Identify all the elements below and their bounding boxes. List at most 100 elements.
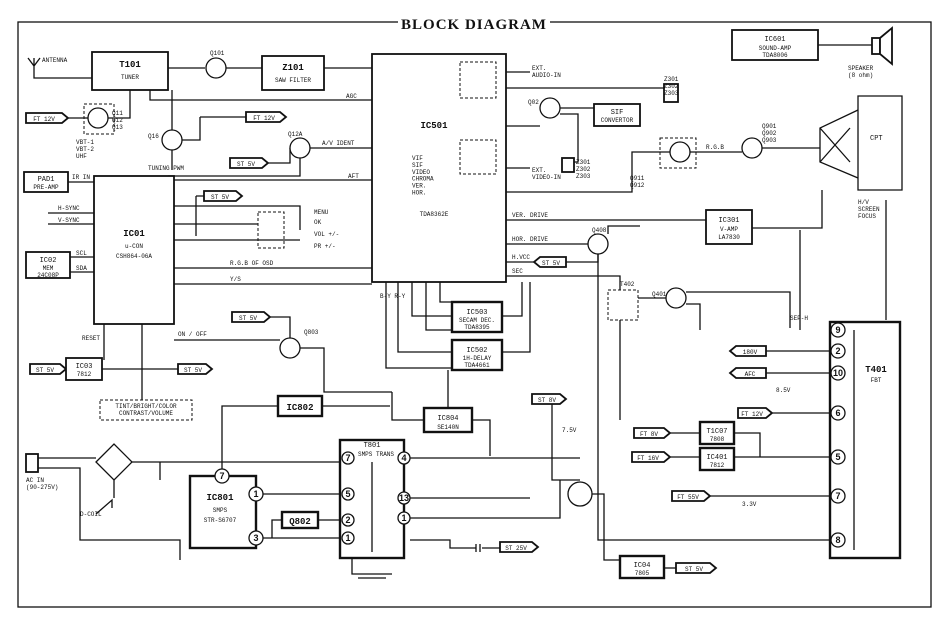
svg-text:ST 5V: ST 5V [239, 315, 257, 322]
ic401-regulator-block[interactable]: IC401 7812 [698, 446, 736, 472]
svg-text:1: 1 [345, 533, 350, 543]
svg-text:IC802: IC802 [286, 403, 313, 413]
ic601-sound-amp-block[interactable]: IC601 SOUND-AMP TDA8006 [731, 29, 819, 61]
ic801-pin-3: 3 [248, 530, 264, 546]
q02-transistor-icon [539, 97, 561, 119]
ic503-secam-block[interactable]: IC503 SECAM DEC. TDA8395 [450, 300, 504, 334]
svg-text:ST 5V: ST 5V [237, 161, 255, 168]
svg-text:IC02: IC02 [40, 257, 57, 265]
svg-text:1: 1 [253, 489, 258, 499]
ft12v-c-rail-tag: FT 12V [737, 407, 774, 419]
sif-converter-block[interactable]: SIF CONVERTOR [593, 103, 641, 127]
svg-text:6: 6 [835, 408, 840, 418]
t402-icon [607, 289, 639, 321]
svg-text:IC03: IC03 [76, 363, 93, 371]
svg-text:1H-DELAY: 1H-DELAY [463, 355, 492, 362]
ic04-regulator-block[interactable]: IC04 7805 [618, 554, 666, 580]
ic801-smps-block[interactable]: IC801 SMPS STR-S6707 [188, 474, 258, 550]
v-sync-label: V-SYNC [58, 217, 80, 224]
ic804-block[interactable]: IC804 SE140N [422, 406, 474, 434]
agc-label: AGC [346, 93, 357, 100]
svg-text:SMPS TRANS: SMPS TRANS [358, 451, 394, 458]
svg-text:SMPS: SMPS [213, 507, 228, 514]
svg-text:Q802: Q802 [289, 517, 311, 527]
svg-text:OK: OK [314, 219, 322, 226]
ft16v-rail-tag: FT 16V [631, 451, 672, 463]
ic01-microcontroller-block[interactable]: IC01 u-CON CSH864-06A [93, 175, 175, 325]
by-ry-label: B-Y R-Y [380, 293, 406, 300]
svg-text:13: 13 [399, 493, 409, 503]
svg-text:PAD1: PAD1 [38, 176, 55, 184]
svg-text:1: 1 [401, 513, 406, 523]
st5v-g-rail-tag: ST 5V [675, 562, 718, 574]
svg-text:SOUND-AMP: SOUND-AMP [759, 45, 792, 52]
t101-tuner-block[interactable]: T101 TUNER [91, 51, 169, 91]
svg-text:5: 5 [345, 489, 350, 499]
svg-text:ST 5V: ST 5V [184, 367, 202, 374]
key-switch-icon [257, 211, 285, 249]
q401-label: Q401 [652, 291, 667, 298]
svg-text:PR +/-: PR +/- [314, 243, 336, 250]
t401-pin-9: 9 [830, 322, 846, 338]
t101-sub: TUNER [121, 74, 139, 81]
ft55v-rail-tag: FT 55V [671, 490, 712, 502]
svg-text:7808: 7808 [710, 436, 725, 443]
reset-label: RESET [82, 335, 100, 342]
svg-text:SE140N: SE140N [437, 424, 459, 431]
q12a-transistor-icon [289, 137, 311, 159]
svg-text:FT 12V: FT 12V [33, 116, 55, 123]
ac-plug-icon [25, 453, 39, 473]
on-off-label: ON / OFF [178, 331, 207, 338]
q802-block[interactable]: Q802 [280, 510, 320, 530]
ic02-memory-block[interactable]: IC02 MEM 24C08P [25, 251, 71, 279]
svg-text:IC301: IC301 [718, 217, 739, 225]
t401-fbt-block[interactable]: T401 FBT [828, 320, 902, 560]
ac-in-label: AC IN(90-275V) [26, 477, 58, 491]
ver-drive-label: VER. DRIVE [512, 212, 548, 219]
hvcc-label: H.VCC [512, 254, 530, 261]
svg-text:7805: 7805 [635, 570, 650, 577]
svg-text:T1C07: T1C07 [706, 428, 727, 436]
z101-saw-filter-block[interactable]: Z101 SAW FILTER [261, 55, 325, 91]
svg-text:TDA8006: TDA8006 [762, 52, 788, 59]
svg-text:T401: T401 [865, 365, 887, 375]
st5v-b-rail-tag: ST 5V [203, 190, 244, 202]
cpt-tube-icon [819, 95, 903, 191]
svg-text:180V: 180V [743, 349, 758, 356]
q101-label: Q101 [210, 50, 225, 57]
ic502-delay-block[interactable]: IC502 1H-DELAY TDA4661 [450, 338, 504, 372]
ft12v-b-rail-tag: FT 12V [245, 111, 288, 123]
v75-label: 7.5V [562, 427, 577, 434]
svg-text:CONVERTOR: CONVERTOR [601, 117, 634, 124]
sda-label: SDA [76, 265, 87, 272]
svg-text:TDA4661: TDA4661 [464, 362, 490, 369]
svg-text:5: 5 [835, 452, 840, 462]
svg-text:TDA8362E: TDA8362E [420, 211, 449, 218]
svg-text:2: 2 [835, 346, 840, 356]
st8v-rail-tag: ST 8V [531, 393, 568, 405]
ic802-block[interactable]: IC802 [276, 394, 324, 418]
q401-transistor-icon [665, 287, 687, 309]
hor-drive-label: HOR. DRIVE [512, 236, 548, 243]
pad1-preamp-block[interactable]: PAD1 PRE-AMP [23, 171, 69, 193]
svg-text:FT 55V: FT 55V [677, 494, 699, 501]
svg-text:ST 5V: ST 5V [542, 260, 560, 267]
svg-text:MEM: MEM [43, 265, 54, 272]
scl-label: SCL [76, 250, 87, 257]
ic301-vamp-block[interactable]: IC301 V-AMP LA7830 [705, 209, 753, 245]
svg-text:ST 5V: ST 5V [685, 566, 703, 573]
menu-keys-label[interactable]: MENU OK VOL +/- PR +/- [314, 209, 339, 250]
q408-transistor-icon [587, 233, 609, 255]
t1c07-regulator-block[interactable]: T1C07 7808 [698, 420, 736, 446]
ic03-regulator-block[interactable]: IC03 7812 [65, 357, 103, 381]
svg-text:IC502: IC502 [466, 347, 487, 355]
sec-label: SEC [512, 268, 523, 275]
tuning-pwm-label: TUNING PWM [148, 165, 184, 172]
